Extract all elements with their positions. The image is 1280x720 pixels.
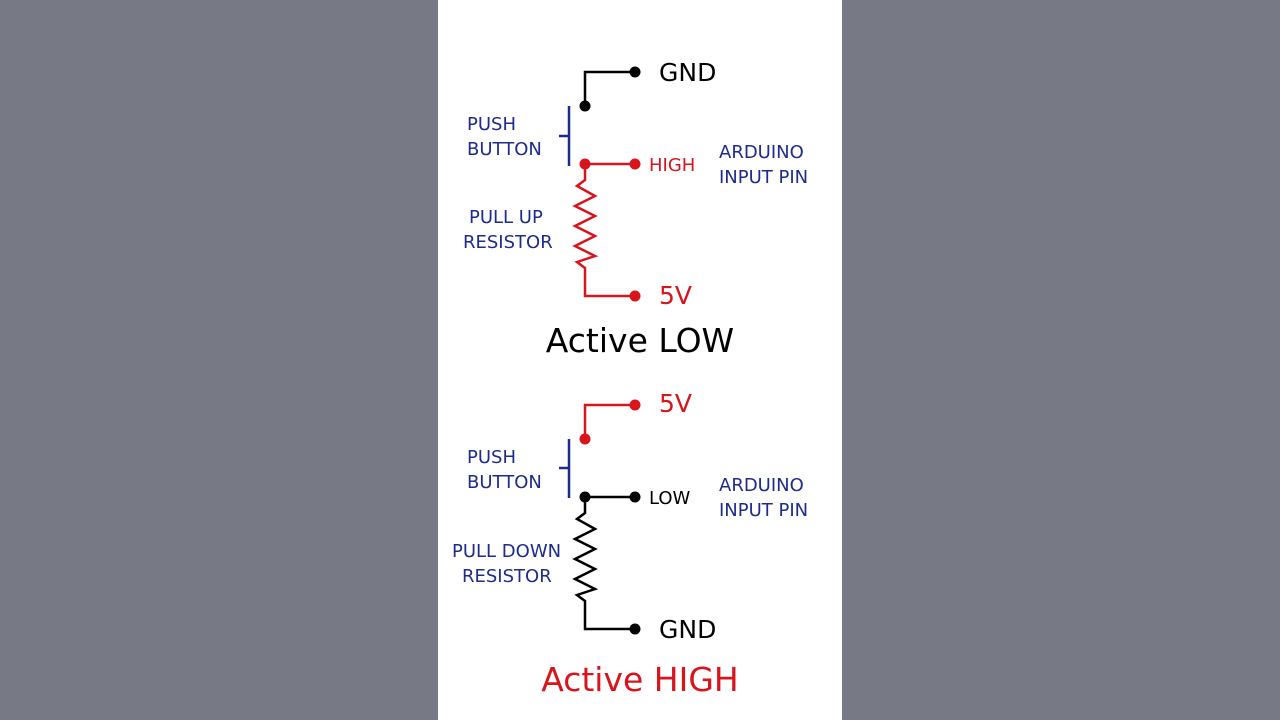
button-contact-top bbox=[579, 100, 591, 112]
resistor-label-line1: PULL UP bbox=[469, 207, 543, 228]
input-terminal bbox=[629, 491, 641, 503]
button-contact-top bbox=[579, 433, 591, 445]
vcc-terminal bbox=[629, 290, 641, 302]
top-node-label: 5V bbox=[659, 389, 692, 418]
pull-down-resistor bbox=[572, 497, 635, 631]
gnd-terminal bbox=[629, 623, 641, 635]
pin-state-label: LOW bbox=[649, 488, 691, 509]
diagram-panel: GND 5V HIGH PUSH BUTTON PULL UP RESISTOR… bbox=[438, 0, 842, 720]
input-label-line1: ARDUINO bbox=[719, 142, 804, 163]
circuit-diagram: GND 5V HIGH PUSH BUTTON PULL UP RESISTOR… bbox=[452, 58, 808, 699]
input-label-line2: INPUT PIN bbox=[719, 500, 808, 521]
input-terminal bbox=[629, 158, 641, 170]
button-label-line2: BUTTON bbox=[467, 472, 542, 493]
resistor-label-line2: RESISTOR bbox=[463, 232, 553, 253]
input-label-line1: ARDUINO bbox=[719, 475, 804, 496]
top-node-label: GND bbox=[659, 58, 716, 87]
gnd-wire bbox=[583, 70, 635, 106]
resistor-label-line1: PULL DOWN bbox=[452, 541, 561, 562]
button-label-line1: PUSH bbox=[467, 114, 516, 135]
resistor-label-line2: RESISTOR bbox=[462, 566, 552, 587]
vcc-terminal bbox=[629, 399, 641, 411]
active-high-circuit: 5V GND LOW PUSH BUTTON PULL DOWN RESISTO… bbox=[452, 389, 808, 699]
input-label-line2: INPUT PIN bbox=[719, 167, 808, 188]
gnd-terminal bbox=[629, 66, 641, 78]
bottom-node-label: 5V bbox=[659, 281, 692, 310]
active-high-title: Active HIGH bbox=[541, 660, 739, 699]
active-low-title: Active LOW bbox=[546, 321, 734, 360]
pin-state-label: HIGH bbox=[649, 155, 695, 176]
pull-up-resistor bbox=[572, 164, 635, 298]
bottom-node-label: GND bbox=[659, 615, 716, 644]
vcc-wire bbox=[583, 403, 635, 439]
button-label-line2: BUTTON bbox=[467, 139, 542, 160]
active-low-circuit: GND 5V HIGH PUSH BUTTON PULL UP RESISTOR… bbox=[463, 58, 808, 360]
button-label-line1: PUSH bbox=[467, 447, 516, 468]
